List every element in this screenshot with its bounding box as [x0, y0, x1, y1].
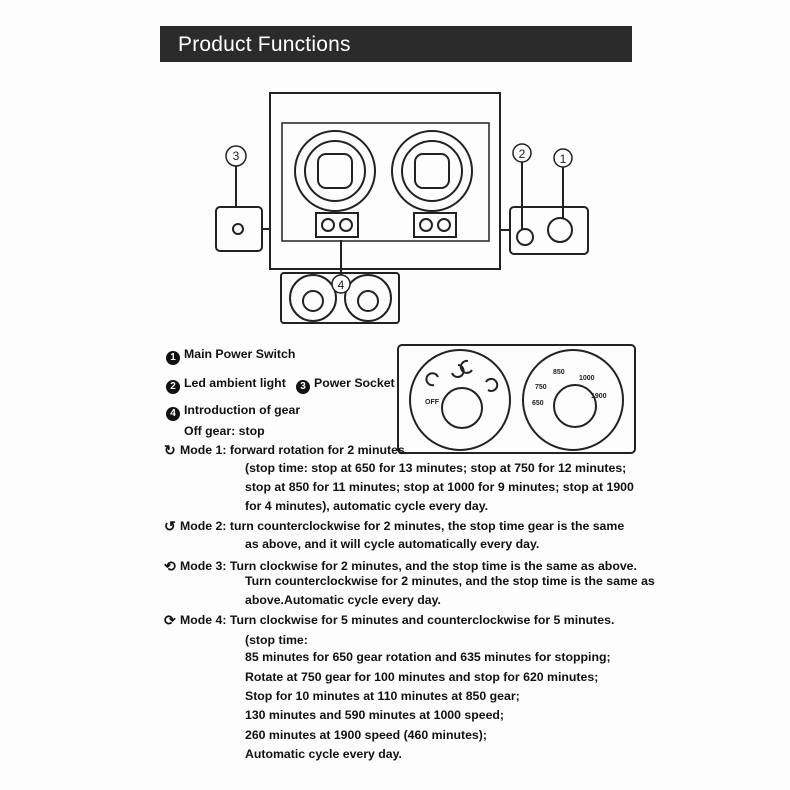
- number-badge: 3: [296, 380, 310, 394]
- callout-4: [331, 274, 351, 294]
- mode-title-text: Mode 1: forward rotation for 2 minutes: [180, 443, 405, 457]
- mode-4-line: 85 minutes for 650 gear rotation and 635…: [245, 650, 611, 664]
- watch-winder-body: [269, 92, 501, 270]
- section-title: Product Functions: [178, 33, 351, 56]
- callout-1: [553, 148, 573, 168]
- dial-label-850: 850: [553, 369, 565, 376]
- legend-item-3: 3 Power Socket: [296, 376, 395, 394]
- legend-label: Main Power Switch: [184, 347, 296, 361]
- legend-label: Led ambient light: [184, 376, 286, 390]
- power-socket-panel: [215, 206, 263, 252]
- winder-window: [281, 122, 490, 242]
- dial-label-650: 650: [532, 400, 544, 407]
- off-gear-text: Off gear: stop: [184, 424, 265, 438]
- dial-label-750: 750: [535, 384, 547, 391]
- mode-2-line: as above, and it will cycle automaticall…: [245, 537, 540, 551]
- callout-4-label: 4: [338, 278, 345, 292]
- mode-4-line: 260 minutes at 1900 speed (460 minutes);: [245, 728, 487, 742]
- legend-item-2: 2 Led ambient light: [166, 376, 286, 394]
- dial-label-1900: 1900: [591, 393, 607, 400]
- knob-pair-left: [315, 212, 359, 238]
- callout-3-label: 3: [233, 149, 240, 163]
- number-badge: 2: [166, 380, 180, 394]
- mode-3-line: Turn counterclockwise for 2 minutes, and…: [245, 574, 655, 588]
- mode-4-line: Automatic cycle every day.: [245, 747, 402, 761]
- number-badge: 4: [166, 407, 180, 421]
- callout-2: [512, 143, 532, 163]
- mode-1-line: for 4 minutes), automatic cycle every da…: [245, 499, 489, 513]
- legend-item-1: 1 Main Power Switch: [166, 347, 295, 365]
- led-light: [516, 228, 534, 246]
- main-power-switch: [547, 217, 573, 243]
- mode-1-line: stop at 850 for 11 minutes; stop at 1000…: [245, 480, 634, 494]
- mode-4-line: (stop time:: [245, 633, 308, 647]
- mode-3-line: above.Automatic cycle every day.: [245, 593, 441, 607]
- mode-4-line: 130 minutes and 590 minutes at 1000 spee…: [245, 708, 505, 722]
- mode-dial: [409, 349, 511, 451]
- dial-off-label: OFF: [425, 399, 440, 406]
- mode-1-title: ↻ Mode 1: forward rotation for 2 minutes: [164, 442, 405, 459]
- legend-label: Power Socket: [314, 376, 395, 390]
- legend-label: Introduction of gear: [184, 403, 301, 417]
- knob-pair-right: [413, 212, 457, 238]
- callout-3: [225, 145, 247, 167]
- mode-4-line: Rotate at 750 gear for 100 minutes and s…: [245, 670, 599, 684]
- dial-detail-box: [397, 344, 636, 454]
- mode-title-text: Mode 2: turn counterclockwise for 2 minu…: [180, 519, 625, 533]
- number-badge: 1: [166, 351, 180, 365]
- watch-pillow-right: [391, 130, 473, 212]
- mode-1-line: (stop time: stop at 650 for 13 minutes; …: [245, 461, 627, 475]
- mode-4-line: Stop for 10 minutes at 110 minutes at 85…: [245, 689, 520, 703]
- alternate-arrow-icon: ⟳: [164, 612, 176, 628]
- watch-pillow-left: [294, 130, 376, 212]
- section-header: Product Functions: [160, 26, 632, 62]
- mode-3-title: ⟲ Mode 3: Turn clockwise for 2 minutes, a…: [164, 558, 637, 575]
- legend-item-4: 4 Introduction of gear: [166, 403, 300, 421]
- speed-dial: [522, 349, 624, 451]
- power-socket: [232, 223, 244, 235]
- mode-title-text: Mode 4: Turn clockwise for 5 minutes and…: [180, 613, 615, 627]
- bidirectional-arrow-icon: ⟲: [164, 558, 176, 574]
- mode-4-title: ⟳ Mode 4: Turn clockwise for 5 minutes an…: [164, 612, 614, 629]
- mode-2-title: ↺ Mode 2: turn counterclockwise for 2 min…: [164, 518, 624, 535]
- counterclockwise-arrow-icon: ↺: [164, 518, 176, 534]
- mode-title-text: Mode 3: Turn clockwise for 2 minutes, an…: [180, 559, 637, 573]
- clockwise-arrow-icon: ↻: [164, 442, 176, 458]
- dial-label-1000: 1000: [579, 375, 595, 382]
- callout-1-label: 1: [560, 152, 567, 166]
- callout-2-label: 2: [519, 147, 526, 161]
